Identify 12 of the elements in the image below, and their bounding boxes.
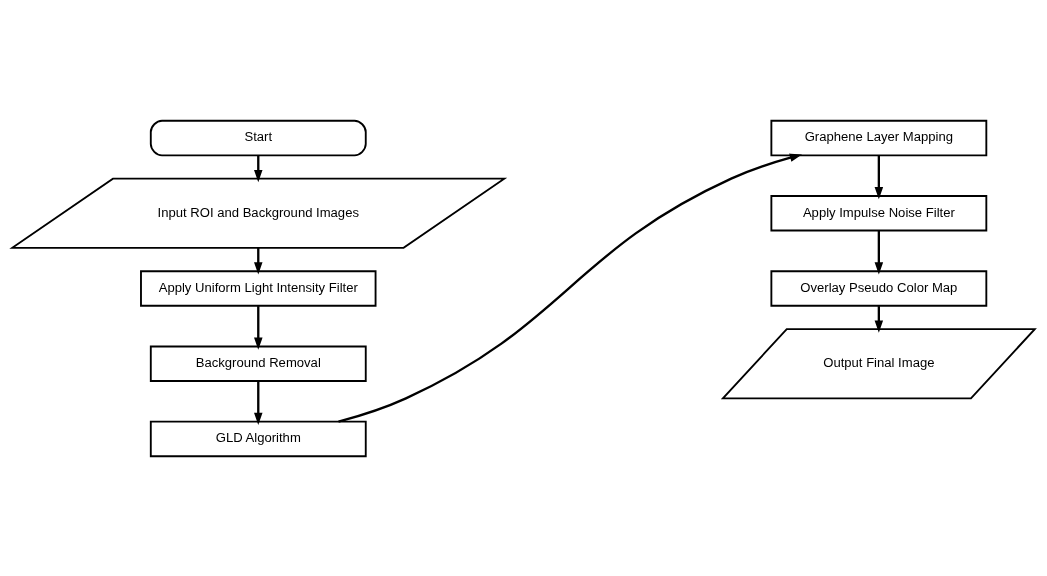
node-box: Apply Uniform Light Intensity Filter bbox=[140, 269, 377, 307]
node-box: Overlay Pseudo Color Map bbox=[770, 269, 988, 307]
arrow bbox=[254, 305, 263, 350]
node-box: GLD Algorithm bbox=[149, 420, 367, 457]
node-box: Apply Impulse Noise Filter bbox=[770, 194, 988, 231]
node-box: Graphene Layer Mapping bbox=[770, 119, 988, 156]
arrow bbox=[874, 155, 884, 199]
arrow bbox=[254, 380, 263, 425]
arrow bbox=[338, 153, 803, 423]
arrow bbox=[874, 230, 884, 275]
node-box: Background Removal bbox=[149, 345, 367, 382]
node-box: Start bbox=[149, 119, 367, 156]
